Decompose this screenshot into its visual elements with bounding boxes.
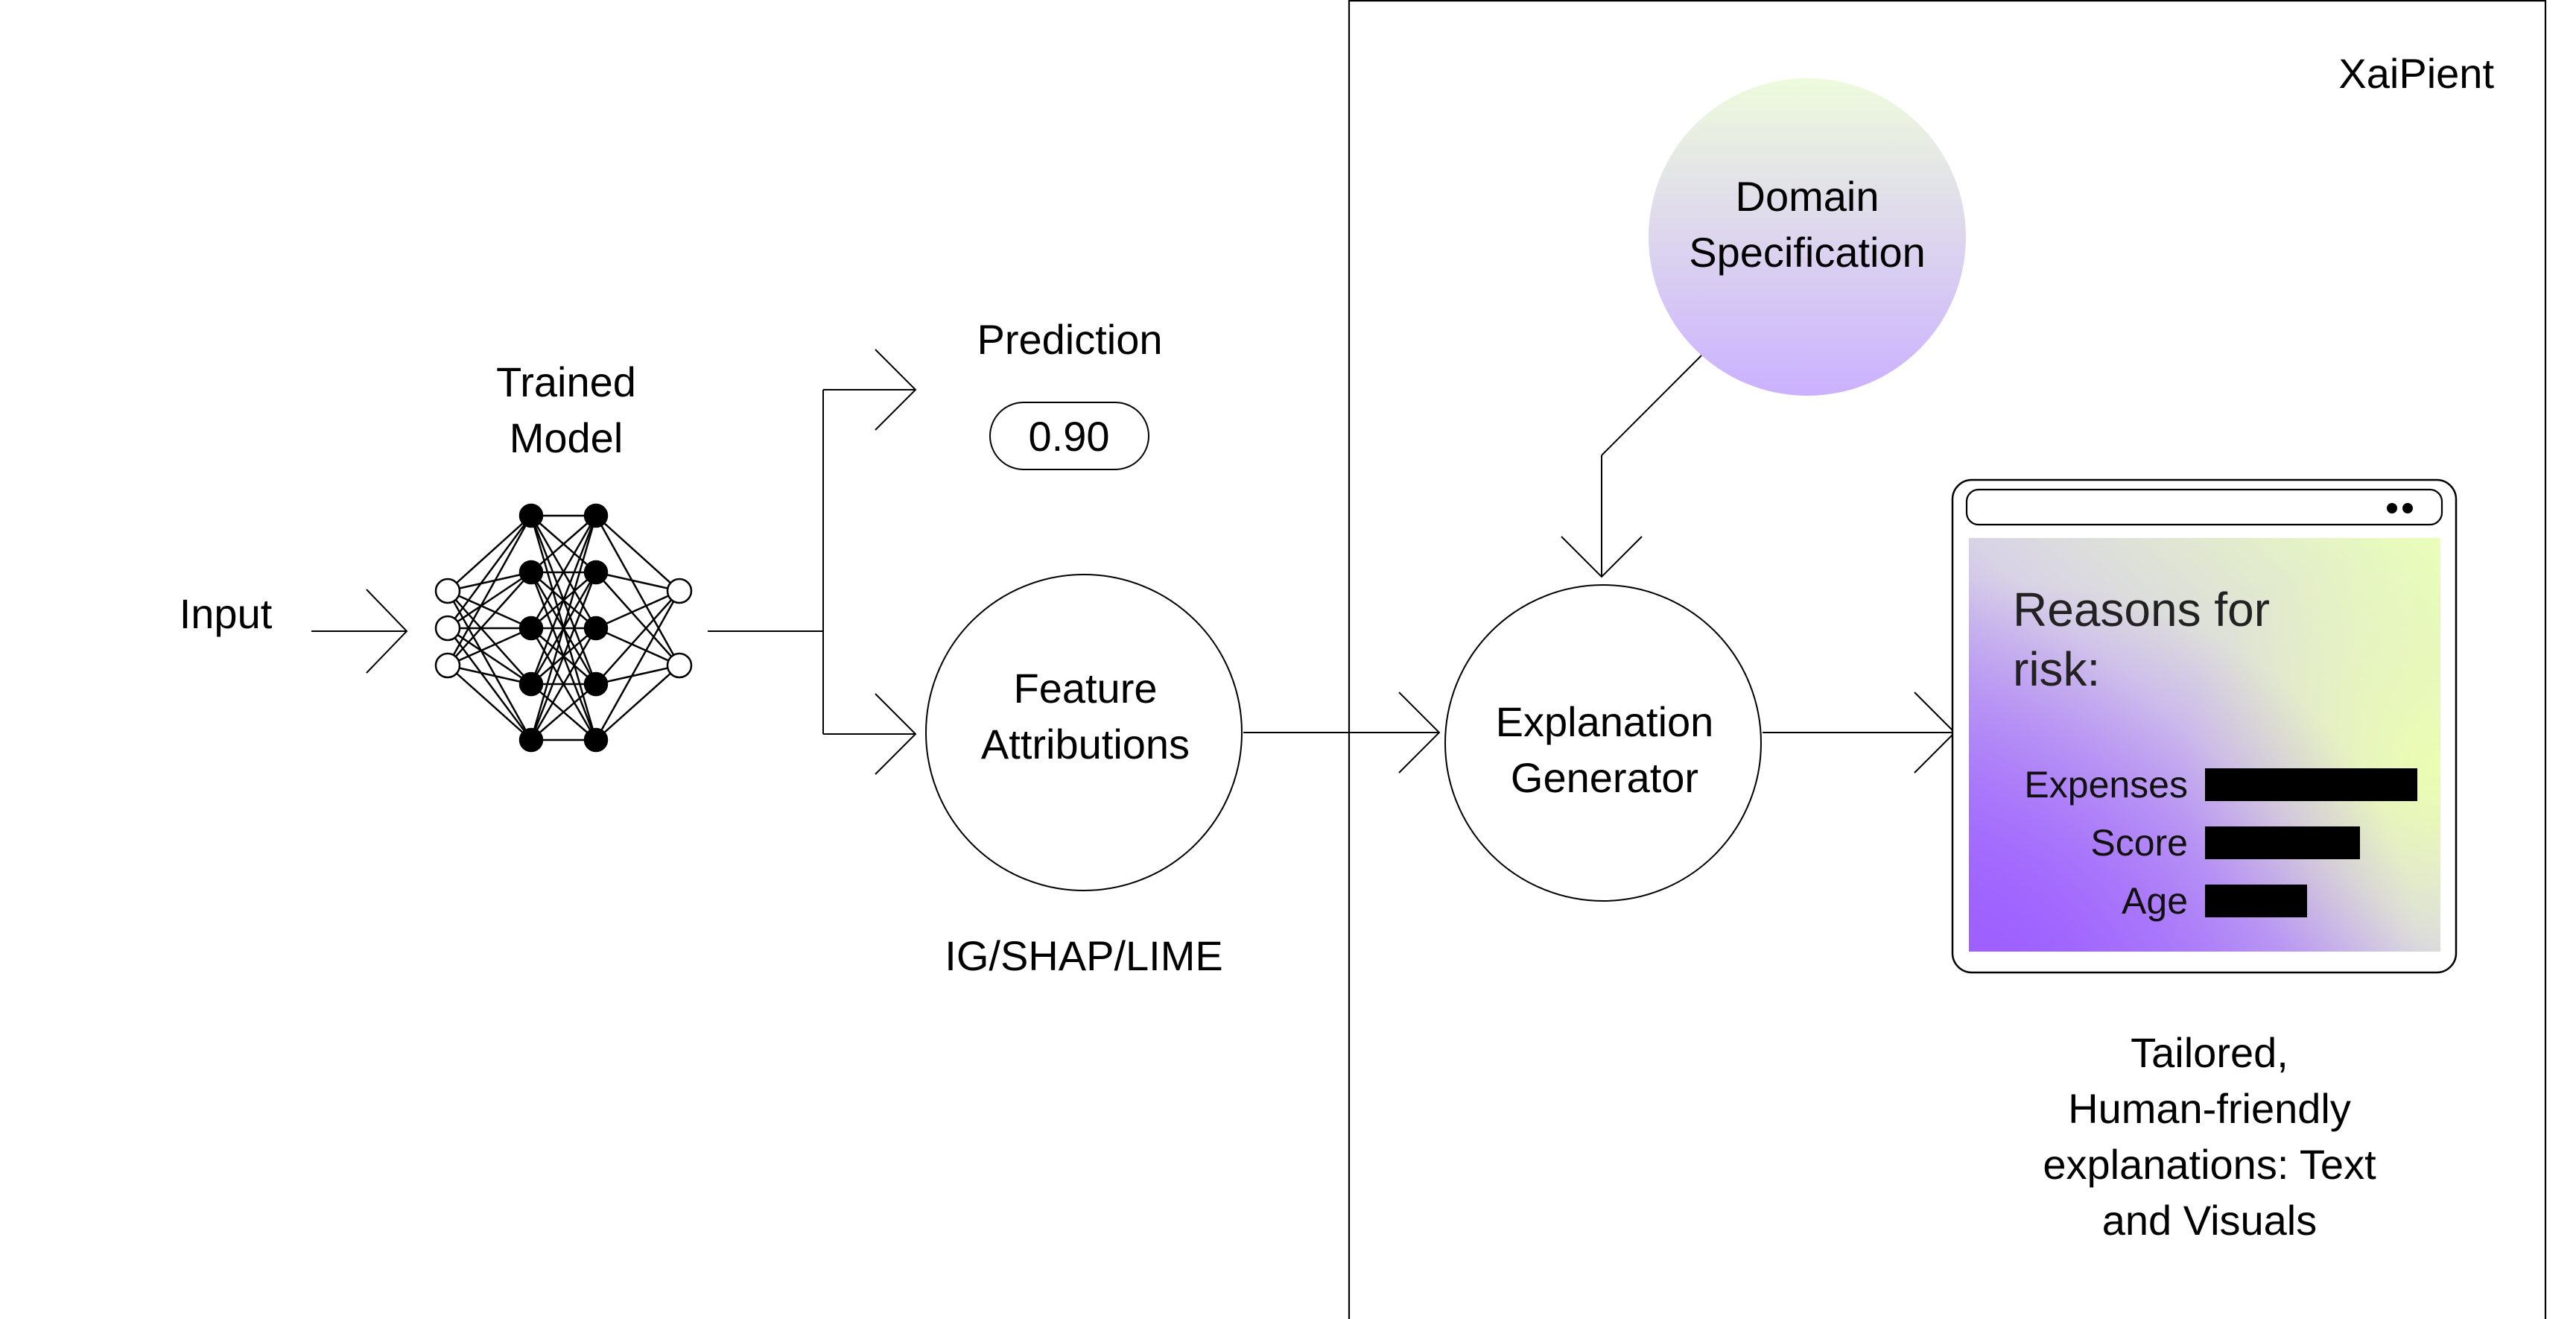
nn-connection — [595, 664, 680, 686]
output-caption-line3: explanations: Text — [2043, 1141, 2376, 1188]
window-dots-icon — [2387, 503, 2413, 513]
nn-node — [434, 652, 461, 679]
domain-specification-circle — [1649, 78, 1966, 396]
prediction-label: Prediction — [977, 316, 1162, 363]
nn-connection — [530, 683, 597, 741]
nn-connection — [530, 515, 597, 629]
output-caption-line1: Tailored, — [2131, 1029, 2288, 1076]
risk-bar — [2205, 885, 2307, 917]
nn-node — [666, 578, 693, 604]
nn-connection — [595, 590, 680, 685]
domain-to-generator-arrow — [1561, 355, 1702, 578]
output-caption-line2: Human-friendly — [2068, 1085, 2351, 1132]
nn-node — [666, 652, 693, 679]
nn-connection — [447, 515, 532, 592]
nn-connection — [594, 590, 681, 741]
prediction-value: 0.90 — [1029, 413, 1110, 460]
nn-node — [518, 616, 544, 641]
risk-bar — [2205, 768, 2417, 801]
nn-node — [518, 503, 544, 528]
nn-node — [583, 727, 609, 753]
nn-connection — [447, 665, 532, 741]
risk-bar-label: Expenses — [2024, 764, 2188, 806]
explanation-generator-circle — [1444, 584, 1762, 902]
nn-connection — [530, 515, 597, 573]
nn-connection — [446, 627, 533, 741]
nn-connection — [595, 589, 680, 630]
nn-connection — [447, 571, 532, 592]
nn-connection — [447, 589, 532, 630]
output-panel-shade — [1969, 538, 2440, 952]
feature-attributions-circle — [925, 574, 1243, 891]
nn-connection — [446, 515, 533, 629]
nn-connection — [446, 590, 533, 741]
input-label: Input — [180, 590, 273, 637]
nn-connection — [530, 515, 597, 685]
input-arrow — [311, 589, 408, 674]
output-window-titlebar — [1965, 488, 2443, 526]
reasons-title-line2: risk: — [2013, 642, 2100, 696]
reasons-title-line1: Reasons for — [2013, 583, 2270, 636]
nn-node — [583, 560, 609, 585]
nn-node — [518, 727, 544, 753]
explanation-generator-line1: Explanation — [1496, 698, 1714, 745]
nn-connection — [595, 627, 680, 667]
nn-connection — [594, 515, 681, 666]
nn-node — [434, 578, 461, 604]
nn-connection — [447, 664, 532, 686]
nn-connection — [595, 665, 680, 741]
risk-bar — [2205, 826, 2360, 859]
nn-connection — [595, 572, 680, 666]
nn-node — [583, 616, 609, 641]
nn-connection — [447, 627, 532, 686]
neural-network-icon — [434, 503, 693, 753]
nn-node — [518, 671, 544, 697]
model-output-arrows — [708, 349, 917, 775]
generator-to-output-arrow — [1763, 692, 1956, 774]
nn-connection — [447, 571, 532, 630]
xaipient-brand: XaiPient — [2338, 50, 2494, 97]
nn-node — [434, 615, 461, 642]
nn-node — [518, 560, 544, 585]
attributions-to-generator-arrow — [1243, 692, 1441, 774]
nn-connection — [447, 572, 532, 666]
attribution-methods: IG/SHAP/LIME — [945, 932, 1222, 979]
domain-specification-line1: Domain — [1736, 173, 1879, 220]
nn-connection — [446, 515, 533, 666]
output-caption-line4: and Visuals — [2102, 1197, 2318, 1244]
risk-bar-label: Score — [2090, 822, 2188, 864]
prediction-pill — [989, 402, 1149, 470]
explanation-generator-line2: Generator — [1511, 754, 1698, 801]
feature-attributions-line2: Attributions — [981, 721, 1190, 768]
nn-connection — [530, 627, 597, 741]
risk-bar-label: Age — [2122, 880, 2188, 922]
nn-connection — [447, 590, 532, 685]
nn-connection — [530, 572, 597, 741]
trained-model-label-line1: Trained — [496, 358, 636, 405]
feature-attributions-line1: Feature — [1014, 665, 1158, 712]
nn-connection — [530, 515, 597, 741]
trained-model-label-line2: Model — [510, 414, 624, 461]
nn-node — [583, 503, 609, 528]
domain-specification-line2: Specification — [1689, 229, 1926, 276]
nn-connection — [447, 627, 532, 667]
nn-connection — [595, 571, 680, 592]
xaipient-box — [1348, 0, 2547, 1319]
nn-node — [583, 671, 609, 697]
nn-connection — [595, 515, 680, 592]
